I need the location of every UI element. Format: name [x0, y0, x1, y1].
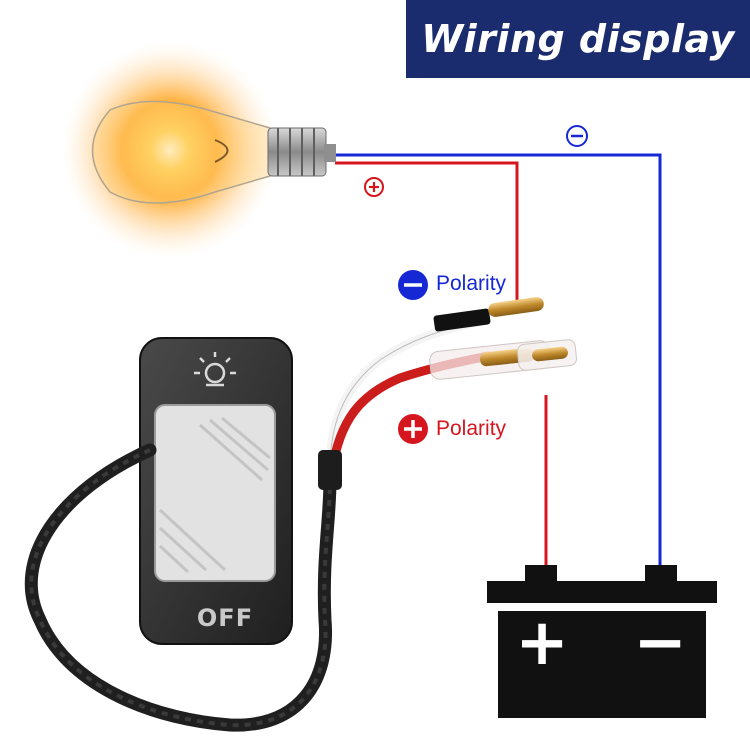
- rocker-button: [154, 404, 276, 582]
- bulb-filament: [214, 139, 229, 163]
- bulb-glow: [62, 42, 278, 258]
- battery-body: [498, 611, 706, 718]
- battery: [487, 565, 717, 718]
- rocker-switch: [139, 337, 293, 645]
- battery-plus-symbol: +: [515, 606, 569, 680]
- positive-wire: [335, 161, 548, 568]
- switch-cable: [24, 443, 337, 732]
- battery-minus-symbol: −: [633, 606, 687, 680]
- white-lead-wire: [325, 317, 483, 475]
- light-bulb: [62, 42, 336, 258]
- switch-off-label: OFF: [196, 604, 254, 632]
- light-icon: [194, 352, 236, 387]
- bulb-contact: [324, 144, 336, 162]
- negative-polarity-icon: [398, 270, 428, 300]
- positive-polarity-icon: [398, 414, 428, 444]
- negative-polarity-label: Polarity: [436, 272, 507, 295]
- negative-connector: [433, 297, 544, 332]
- rocker-texture: [158, 416, 271, 574]
- bulb-thread: [277, 128, 315, 176]
- positive-connector: [429, 339, 578, 380]
- negative-wire: [335, 153, 662, 568]
- title: Wiring display: [421, 17, 735, 61]
- wire-negative-icon: [566, 125, 588, 147]
- positive-polarity-label: Polarity: [436, 417, 507, 440]
- cable-sleeve: [318, 450, 342, 490]
- bulb-socket: [267, 127, 327, 177]
- title-banner: Wiring display: [406, 0, 750, 78]
- bulb-glass: [91, 100, 271, 204]
- battery-lid: [487, 581, 717, 603]
- wire-positive-icon: [364, 177, 384, 197]
